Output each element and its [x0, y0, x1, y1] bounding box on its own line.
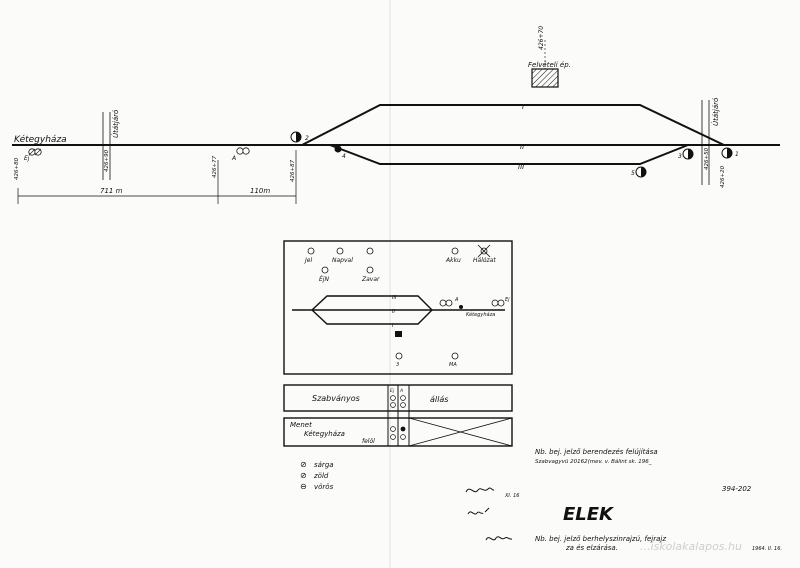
signal-ej-label: Ej — [24, 155, 30, 162]
signal-1 — [721, 147, 733, 159]
panel-direction: Kétegyháza — [466, 311, 495, 318]
crossing-right-label: Útátjáró — [711, 97, 720, 126]
panel-label-ma: MA — [449, 362, 457, 368]
signatures — [465, 487, 513, 541]
indicator-akku: Akku — [445, 257, 461, 264]
track-III — [329, 144, 689, 165]
signature-date-1: XI. 16 — [504, 493, 519, 499]
indicator-napval: Napval — [332, 257, 353, 264]
signal-3 — [682, 148, 694, 160]
panel-track-III: III — [392, 295, 397, 301]
distance-2: 110m — [250, 187, 270, 195]
panel-track-I: I — [392, 323, 394, 329]
crossing-left — [102, 112, 111, 180]
legend-sym-1: ⊘ — [300, 460, 307, 469]
signal-5 — [635, 166, 647, 178]
legend-label-2: zöld — [313, 472, 329, 480]
km-marker-2: 426+90 — [104, 149, 110, 172]
km-marker-4: 426+87 — [290, 159, 296, 182]
table-signal-aspects — [390, 395, 406, 440]
indicator-jel: Jel — [304, 257, 312, 264]
signal-2-label: 2 — [305, 135, 309, 142]
signal-4-label: 4 — [342, 153, 346, 160]
table-standard-state: állás — [430, 395, 448, 404]
indicator-halozat: Hálózat — [473, 257, 496, 264]
building-km: 426+70 — [538, 26, 545, 50]
signal-3-label: 3 — [678, 153, 682, 160]
panel-signal-ej: Ej — [505, 297, 510, 303]
km-marker-3: 426+77 — [212, 155, 218, 178]
panel-label-3: 3 — [396, 362, 399, 368]
note-subtitle-1: Nb. bej. jelző berhelyszinrajzú, fejrajz — [535, 534, 666, 543]
drawing-date: 1964. II. 16. — [752, 546, 782, 552]
building-label: Felvételi ép. — [528, 61, 571, 69]
control-panel — [283, 240, 513, 375]
table-head-a: A — [399, 388, 403, 394]
table-head-ej: Ej — [390, 388, 395, 394]
km-marker-5: 426+50 — [704, 147, 710, 170]
crossing-right — [701, 100, 710, 185]
legend-sym-3: ⊖ — [300, 482, 307, 491]
direction-label: Kétegyháza — [14, 134, 67, 145]
table-route-line1: Menet — [290, 421, 312, 429]
track-label-II: II — [520, 143, 524, 151]
legend-label-3: vörös — [314, 483, 334, 491]
panel-signal-a: A — [454, 297, 459, 303]
panel-track-II: II — [392, 309, 395, 315]
track-layout — [12, 104, 780, 165]
legend-label-1: sárga — [314, 461, 334, 469]
signal-1-label: 1 — [735, 151, 739, 158]
note-subtitle-2: za és elzárása. — [565, 544, 618, 552]
signal-2 — [290, 131, 302, 143]
km-marker-1: 426+80 — [14, 157, 20, 180]
track-label-III: III — [518, 163, 524, 171]
indicator-zavar: Zavar — [361, 276, 380, 283]
legend: ⊘ sárga ⊘ zöld ⊖ vörös — [300, 460, 334, 491]
note-title-1: Nb. bej. jelző berendezés felújítása — [535, 447, 658, 456]
note-title-2: Szabvagyvü 20162(mev. v. Bálint sk. 196_ — [535, 458, 652, 465]
signal-a-label: A — [231, 155, 236, 162]
signal-5-label: 5 — [631, 170, 635, 177]
table-cross-b — [408, 417, 513, 447]
station-building — [531, 68, 559, 88]
panel-indicator-row — [307, 244, 491, 274]
table-route-line3: felöl — [362, 438, 375, 445]
legend-sym-2: ⊘ — [300, 471, 307, 480]
station-title: ELEK — [563, 504, 615, 525]
doc-number: 394-202 — [722, 485, 752, 493]
signal-a — [236, 147, 250, 155]
table-standard-label: Szabványos — [312, 394, 360, 403]
table-route-line2: Kétegyháza — [304, 430, 345, 438]
panel-track-diagram — [292, 295, 505, 360]
indicator-ejn: ÉjN — [319, 275, 329, 283]
signal-4 — [334, 145, 342, 153]
crossing-left-label: Útátjáró — [111, 109, 120, 138]
distance-1: 711 m — [100, 187, 123, 195]
signal-ej — [28, 148, 42, 156]
km-marker-6: 426+20 — [720, 165, 726, 188]
watermark: ...iskolakalapos.hu — [640, 540, 742, 553]
track-I — [301, 104, 725, 146]
track-label-I: I — [522, 103, 524, 111]
